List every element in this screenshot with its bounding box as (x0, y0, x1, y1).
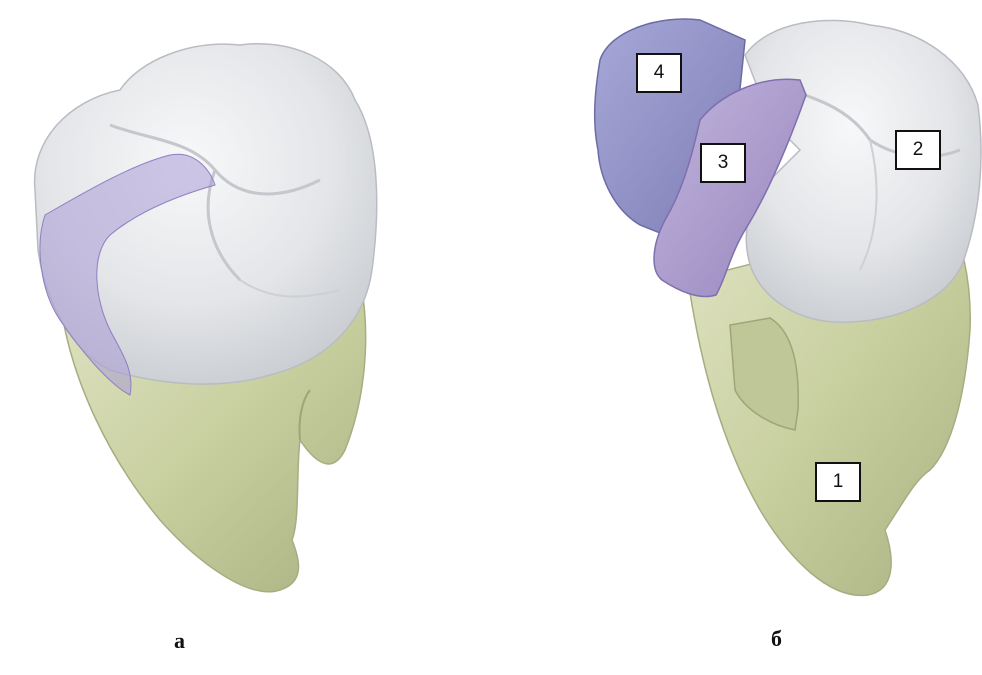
part-label-2: 2 (895, 130, 941, 170)
part-label-4: 4 (636, 53, 682, 93)
tooth-exploded-illustration (595, 19, 981, 595)
panel-caption-a: а (174, 628, 185, 654)
tooth-molar-illustration (35, 44, 377, 592)
part-2-crown-enamel (745, 20, 981, 322)
part-label-1: 1 (815, 462, 861, 502)
part-label-3: 3 (700, 143, 746, 183)
panel-caption-b: б (771, 626, 782, 652)
